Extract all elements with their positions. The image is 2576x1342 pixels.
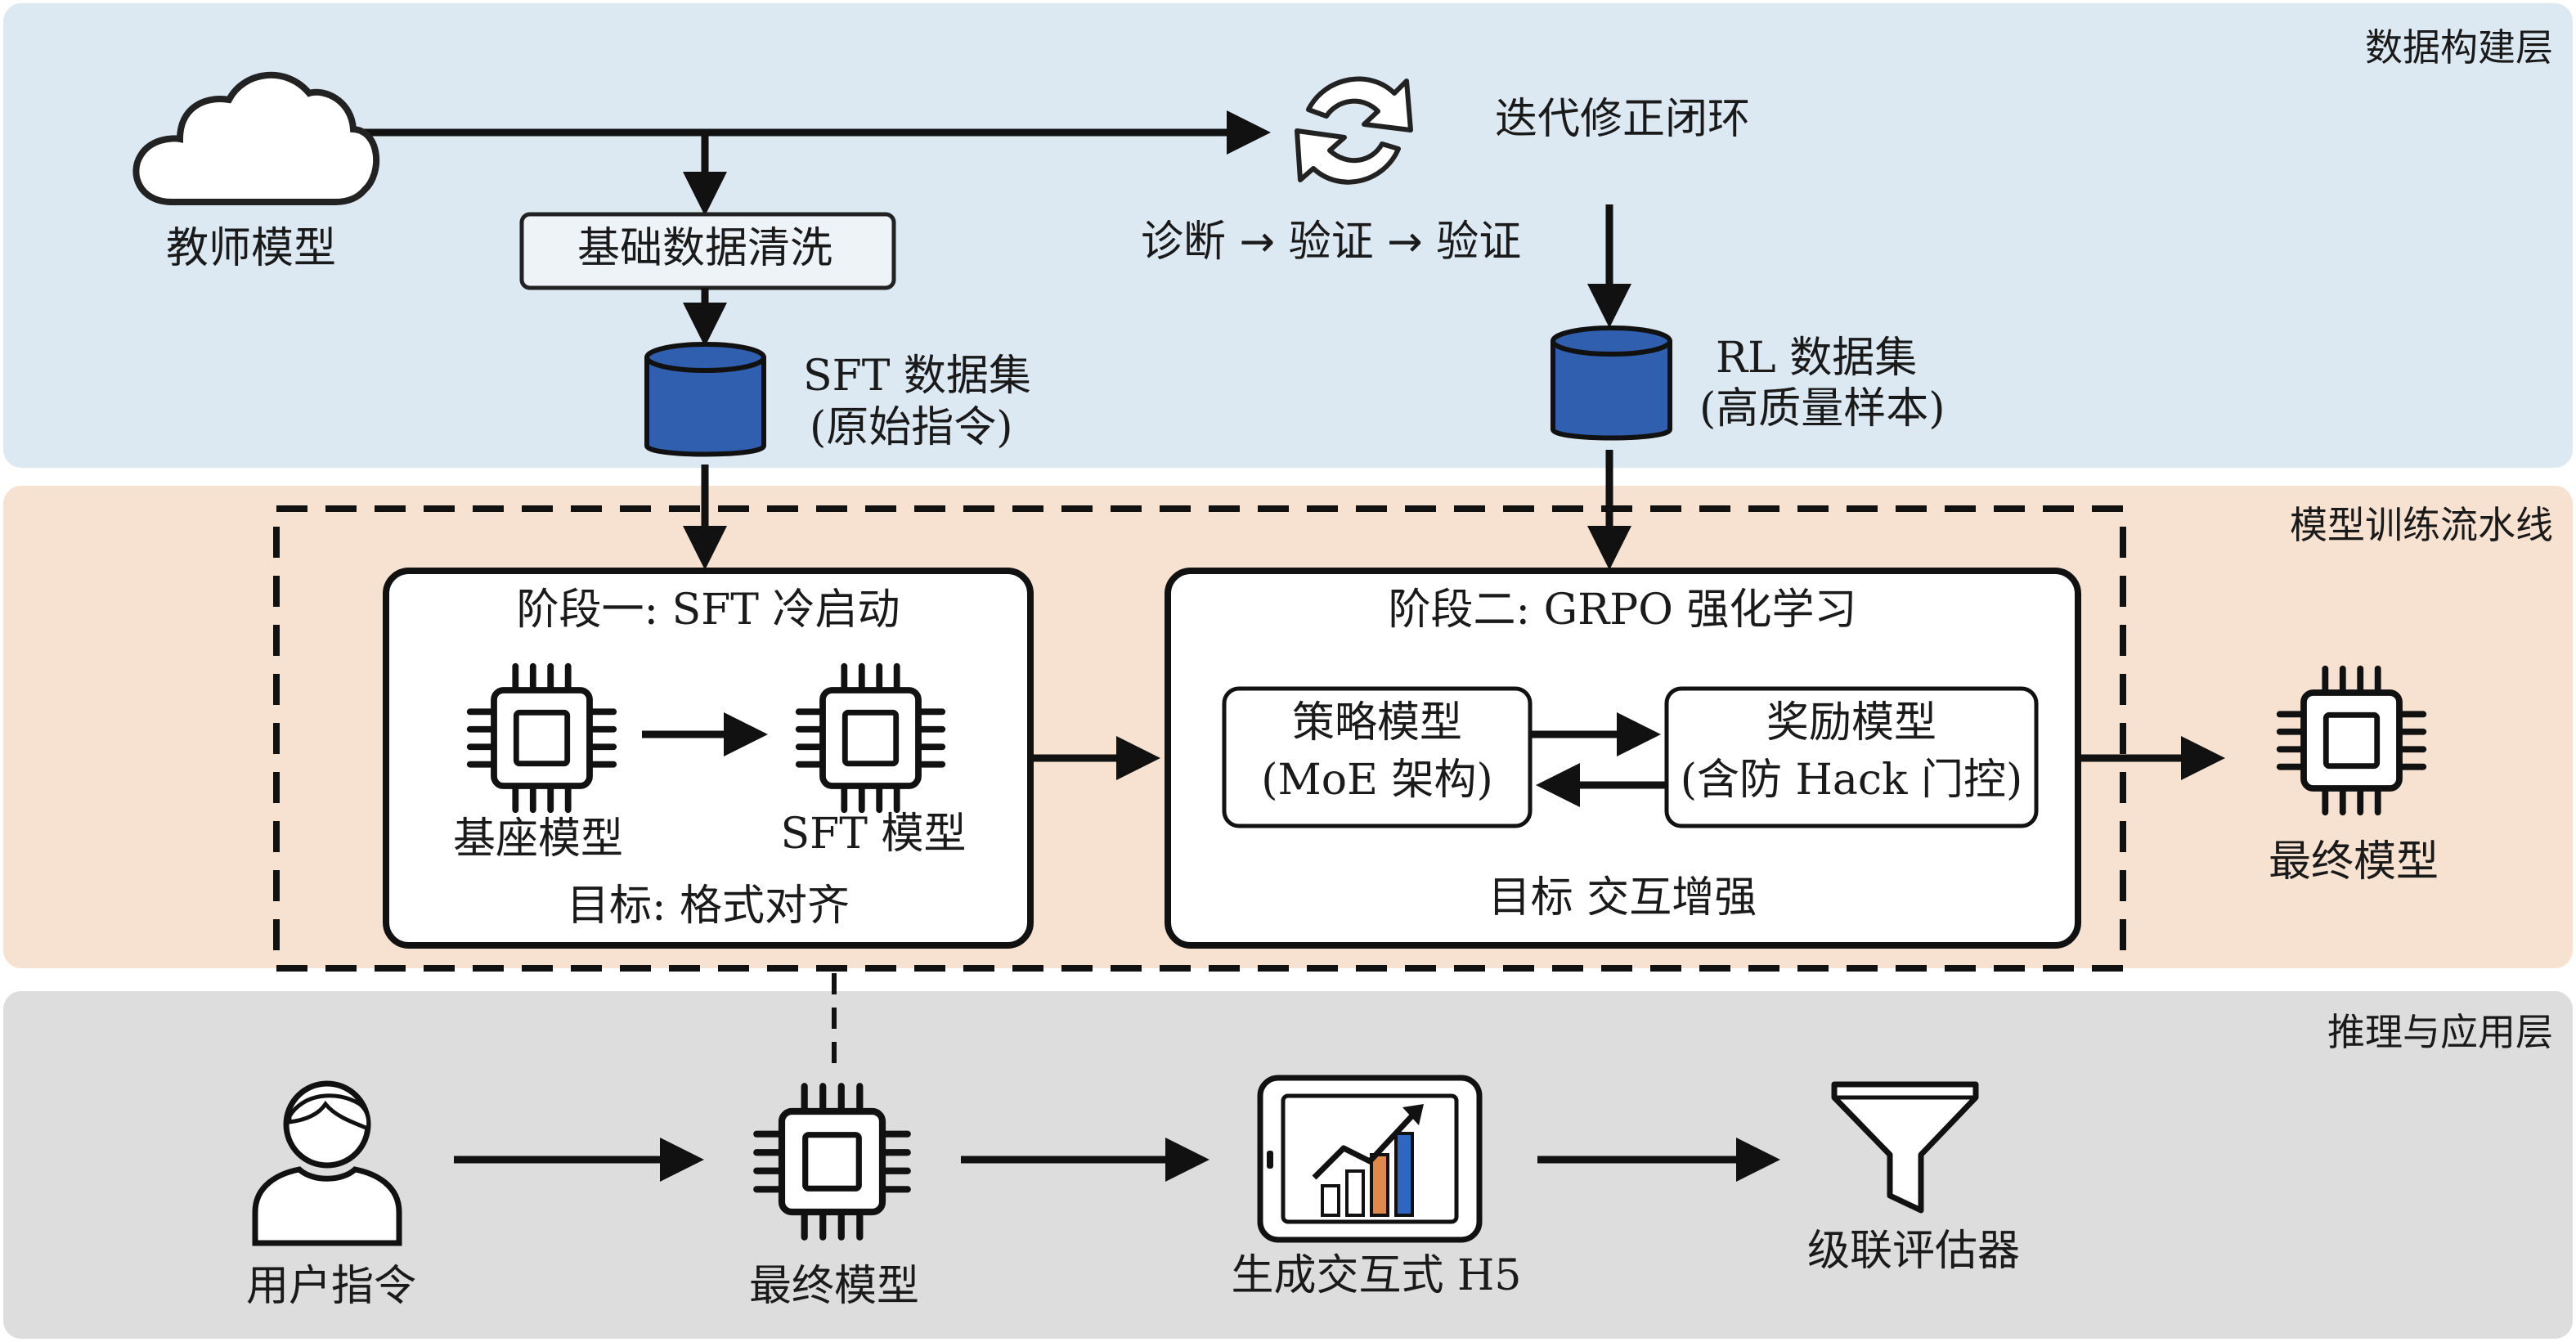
cloud-icon bbox=[132, 71, 380, 205]
chart-bar-4 bbox=[1394, 1132, 1414, 1217]
user-icon bbox=[252, 1080, 402, 1246]
chart-bar-2 bbox=[1345, 1169, 1365, 1217]
rl-dataset-title: RL 数据集 bbox=[1716, 334, 1918, 383]
stage2-title: 阶段二: GRPO 强化学习 bbox=[1388, 586, 1857, 635]
stage1-title: 阶段一: SFT 冷启动 bbox=[516, 586, 900, 635]
chart-bar-3 bbox=[1370, 1153, 1389, 1217]
reward-box bbox=[1664, 686, 2039, 828]
reward-model-subtitle: (含防 Hack 门控) bbox=[1680, 756, 2023, 805]
training-dashed-frame bbox=[273, 505, 2126, 972]
reward-model-title: 奖励模型 bbox=[1766, 698, 1937, 747]
data-layer-label: 数据构建层 bbox=[2365, 25, 2553, 70]
policy-model-subtitle: (MoE 架构) bbox=[1261, 756, 1493, 805]
sft-dataset-subtitle: (原始指令) bbox=[810, 403, 1013, 452]
loop-title: 迭代修正闭环 bbox=[1495, 95, 1751, 144]
inference-layer-label: 推理与应用层 bbox=[2327, 1010, 2553, 1054]
policy-box bbox=[1222, 686, 1533, 828]
user-instruction-label: 用户指令 bbox=[245, 1262, 417, 1311]
sft-dataset-title: SFT 数据集 bbox=[803, 352, 1031, 401]
sft-model-chip-icon bbox=[795, 662, 946, 814]
base-model-label: 基座模型 bbox=[452, 815, 624, 864]
data-layer-band bbox=[3, 3, 2573, 468]
inference-model-label: 最终模型 bbox=[748, 1262, 920, 1311]
policy-model-title: 策略模型 bbox=[1291, 698, 1463, 747]
sft-model-label: SFT 模型 bbox=[780, 810, 967, 859]
tablet-chart-icon bbox=[1257, 1075, 1483, 1243]
chart-bar-1 bbox=[1321, 1184, 1340, 1217]
funnel-icon bbox=[1831, 1081, 1979, 1214]
stage1-goal: 目标: 格式对齐 bbox=[566, 882, 850, 931]
evaluator-label: 级联评估器 bbox=[1806, 1227, 2021, 1276]
rl-dataset-subtitle: (高质量样本) bbox=[1699, 384, 1945, 433]
final-model-chip-icon bbox=[2276, 665, 2427, 816]
sft-database-icon bbox=[644, 342, 766, 457]
base-model-chip-icon bbox=[466, 662, 617, 814]
teacher-model-label: 教师模型 bbox=[165, 224, 337, 273]
cycle-icon bbox=[1295, 76, 1413, 185]
loop-steps: 诊断 → 验证 → 验证 bbox=[1141, 218, 1522, 267]
h5-output-label: 生成交互式 H5 bbox=[1231, 1251, 1522, 1300]
stage2-goal: 目标 交互增强 bbox=[1488, 873, 1757, 922]
training-layer-label: 模型训练流水线 bbox=[2290, 503, 2553, 547]
rl-database-icon bbox=[1551, 325, 1672, 441]
cleaning-label: 基础数据清洗 bbox=[577, 224, 833, 273]
final-model-label: 最终模型 bbox=[2268, 837, 2439, 886]
inference-model-chip-icon bbox=[753, 1083, 911, 1241]
